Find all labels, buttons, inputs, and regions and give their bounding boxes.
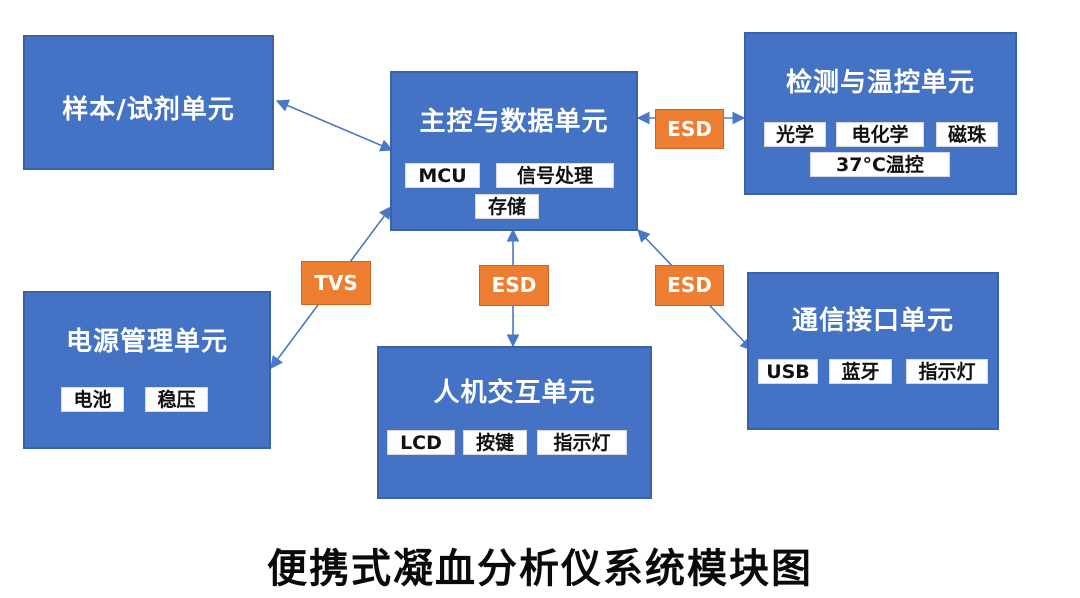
chip-magnetic-bead: 磁珠 xyxy=(936,122,998,147)
unit-title-main: 主控与数据单元 xyxy=(419,107,609,137)
chip-electrochemical: 电化学 xyxy=(836,122,924,147)
protection-esd-hmi-main: ESD xyxy=(479,265,549,306)
unit-title-detect: 检测与温控单元 xyxy=(785,68,975,98)
protection-tvs-power-main: TVS xyxy=(301,261,371,305)
chip-indicator-light: 指示灯 xyxy=(537,430,627,455)
chip-signal-processing: 信号处理 xyxy=(496,163,614,188)
unit-power-management: 电源管理单元 电池 稳压 xyxy=(23,291,271,449)
protection-esd-comm-main: ESD xyxy=(655,265,724,306)
chip-37c-temp-control: 37°C温控 xyxy=(810,152,950,177)
unit-title-power: 电源管理单元 xyxy=(65,327,228,357)
connector-sample-main xyxy=(275,99,394,152)
chip-battery: 电池 xyxy=(61,387,124,412)
chip-bluetooth: 蓝牙 xyxy=(829,359,892,384)
unit-main-control: 主控与数据单元 MCU 信号处理 存储 xyxy=(390,71,638,231)
unit-detection-temperature: 检测与温控单元 光学 电化学 磁珠 37°C温控 xyxy=(744,32,1017,195)
chip-voltage-regulator: 稳压 xyxy=(145,387,208,412)
unit-title-sample: 样本/试剂单元 xyxy=(62,95,235,125)
unit-communication-interface: 通信接口单元 USB 蓝牙 指示灯 xyxy=(747,272,999,430)
chip-keys: 按键 xyxy=(463,430,527,455)
protection-esd-main-detect: ESD xyxy=(655,109,724,149)
unit-title-hmi: 人机交互单元 xyxy=(433,378,596,408)
diagram-caption: 便携式凝血分析仪系统模块图 xyxy=(267,546,813,592)
chip-usb: USB xyxy=(758,359,818,384)
chip-mcu: MCU xyxy=(405,163,480,188)
unit-human-machine-interface: 人机交互单元 LCD 按键 指示灯 xyxy=(377,346,652,499)
chip-lcd: LCD xyxy=(387,430,455,455)
chip-optical: 光学 xyxy=(764,122,826,147)
unit-title-comm: 通信接口单元 xyxy=(791,306,954,336)
chip-storage: 存储 xyxy=(475,194,539,219)
unit-sample-reagent: 样本/试剂单元 xyxy=(23,35,274,170)
chip-indicator-light: 指示灯 xyxy=(906,359,988,384)
